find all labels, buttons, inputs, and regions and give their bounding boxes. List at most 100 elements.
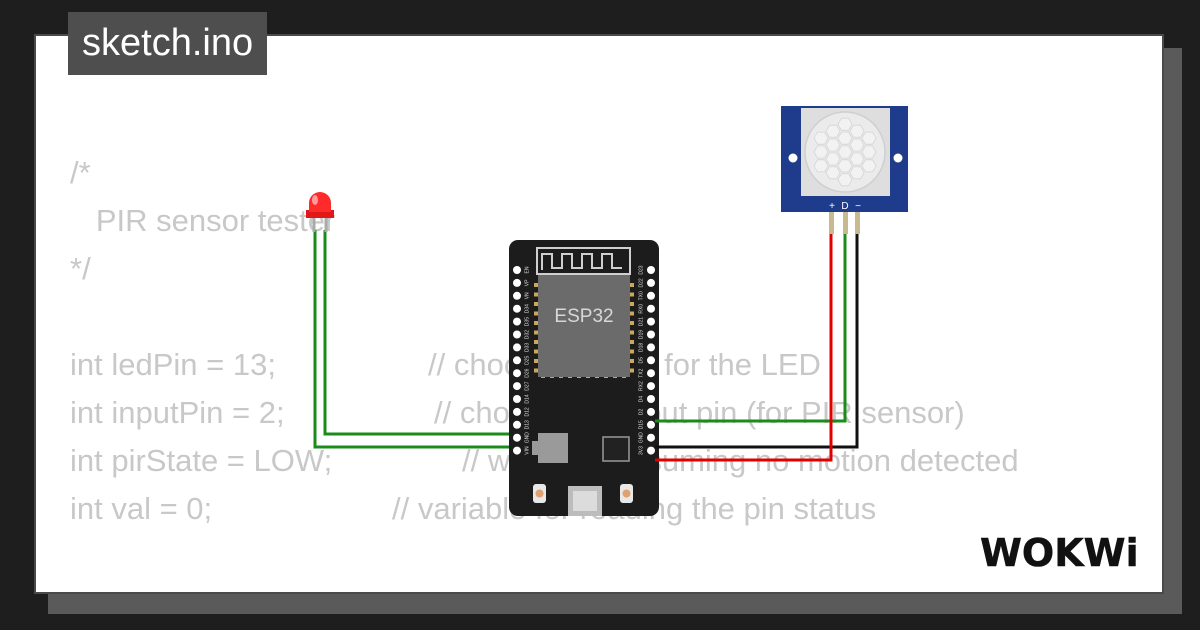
wokwi-logo-text: WOKWi [980, 531, 1139, 575]
board-pin[interactable] [513, 266, 521, 274]
lens-cell [837, 131, 853, 145]
led-base [306, 210, 334, 218]
board-pin[interactable] [647, 433, 655, 442]
board-pin-label: D27 [524, 381, 530, 390]
pir-mount-hole [788, 153, 798, 163]
board-pin-label: VN [524, 292, 530, 299]
board-pin[interactable] [513, 395, 521, 403]
pir-pin[interactable] [855, 212, 860, 234]
board-pin-label: GND [638, 432, 644, 444]
board-pin-label: D13 [524, 420, 530, 429]
board-pin[interactable] [647, 407, 655, 416]
board-pin[interactable] [647, 266, 655, 274]
chip-pad [534, 359, 540, 363]
board-pin-label: D35 [524, 317, 530, 326]
usb-port-inner [573, 491, 597, 511]
board-pin[interactable] [647, 330, 655, 339]
board-pin[interactable] [647, 278, 655, 287]
code-text: */ [70, 251, 91, 286]
board-pin-label: VIN [524, 446, 530, 455]
chip-pad [534, 302, 540, 306]
board-pin[interactable] [647, 291, 655, 300]
code-text: /* [70, 155, 91, 190]
chip-pad [628, 349, 634, 354]
led-component[interactable] [306, 192, 334, 232]
board-pin[interactable] [647, 304, 655, 313]
code-text: int ledPin = 13; [70, 347, 276, 382]
board-pin[interactable] [513, 278, 521, 287]
code-text: int inputPin = 2; [70, 395, 285, 430]
lens-cell [813, 145, 829, 159]
chip-pad [628, 302, 634, 306]
wire-pir-signal [655, 233, 847, 423]
usb-chip [602, 436, 630, 462]
board-pin[interactable] [647, 343, 655, 352]
pir-wires [655, 233, 859, 462]
board-pin-label: D14 [524, 394, 530, 403]
led-highlight [312, 195, 318, 205]
board-pin[interactable] [513, 291, 521, 300]
chip-pad [628, 368, 634, 373]
pir-pin[interactable] [829, 212, 834, 234]
board-pin[interactable] [647, 382, 655, 391]
board-pin[interactable] [647, 420, 655, 429]
board-pin-label: 3V3 [638, 446, 644, 455]
board-pin-label: GND [524, 432, 530, 444]
board-pin-label: D23 [638, 265, 644, 274]
board-pin[interactable] [513, 407, 521, 416]
board-pin-label: D25 [524, 356, 530, 365]
board-pin-label: D2 [638, 408, 644, 415]
chip-pad [534, 330, 540, 335]
pir-sensor[interactable]: + D − [781, 106, 908, 234]
chip-pad [628, 359, 634, 363]
chip-pad [534, 321, 540, 325]
board-pin[interactable] [647, 395, 655, 403]
pir-pin-label: − [855, 201, 861, 212]
pir-pin[interactable] [843, 212, 848, 234]
code-line: PIR sensor tester [70, 197, 336, 245]
board-pin[interactable] [513, 382, 521, 391]
regulator-tab [532, 441, 538, 455]
board-pin[interactable] [513, 356, 521, 365]
chip-pad [628, 283, 634, 287]
lens-cell [849, 166, 865, 180]
file-title-tab[interactable]: sketch.ino [68, 12, 268, 75]
wire-led-cathode [313, 230, 518, 449]
board-pin-label: D22 [638, 278, 644, 287]
board-pin[interactable] [513, 317, 521, 326]
board-pin[interactable] [647, 446, 655, 455]
wire-pir-power [655, 233, 833, 462]
board-pin[interactable] [513, 330, 521, 339]
board-pin[interactable] [647, 317, 655, 326]
lens-cell [837, 173, 853, 187]
esp32-board[interactable]: ESP32 ENVPVND34D35D32D33D25D26D27D14D12D… [509, 240, 659, 516]
lens-cell [861, 131, 877, 145]
board-pin[interactable] [647, 356, 655, 365]
chip-pad [628, 340, 634, 344]
board-pin[interactable] [647, 369, 655, 378]
code-line: */ [70, 245, 335, 293]
lens-cell [849, 124, 865, 138]
board-pin-label: D21 [638, 317, 644, 326]
code-text: int pirState = LOW; [70, 443, 333, 478]
chip-pad [534, 349, 540, 354]
antenna-zigzag [541, 253, 622, 270]
board-pin-label: D4 [638, 396, 644, 403]
board-pin[interactable] [513, 446, 521, 455]
lens-cell [861, 159, 877, 173]
board-pin-label: D32 [524, 330, 530, 339]
board-pin[interactable] [513, 369, 521, 378]
chip-pad [628, 321, 634, 325]
chip-pad [628, 311, 634, 316]
board-pin-label: D15 [638, 420, 644, 429]
board-pin[interactable] [513, 343, 521, 352]
board-pin[interactable] [513, 433, 521, 442]
code-line: void setup() { [70, 581, 335, 592]
lens-cell [825, 166, 841, 180]
board-pin[interactable] [513, 420, 521, 429]
esp32-chip [538, 275, 630, 377]
lens-cell [825, 138, 841, 152]
board-pin[interactable] [513, 304, 521, 313]
lens-cell [837, 145, 853, 159]
